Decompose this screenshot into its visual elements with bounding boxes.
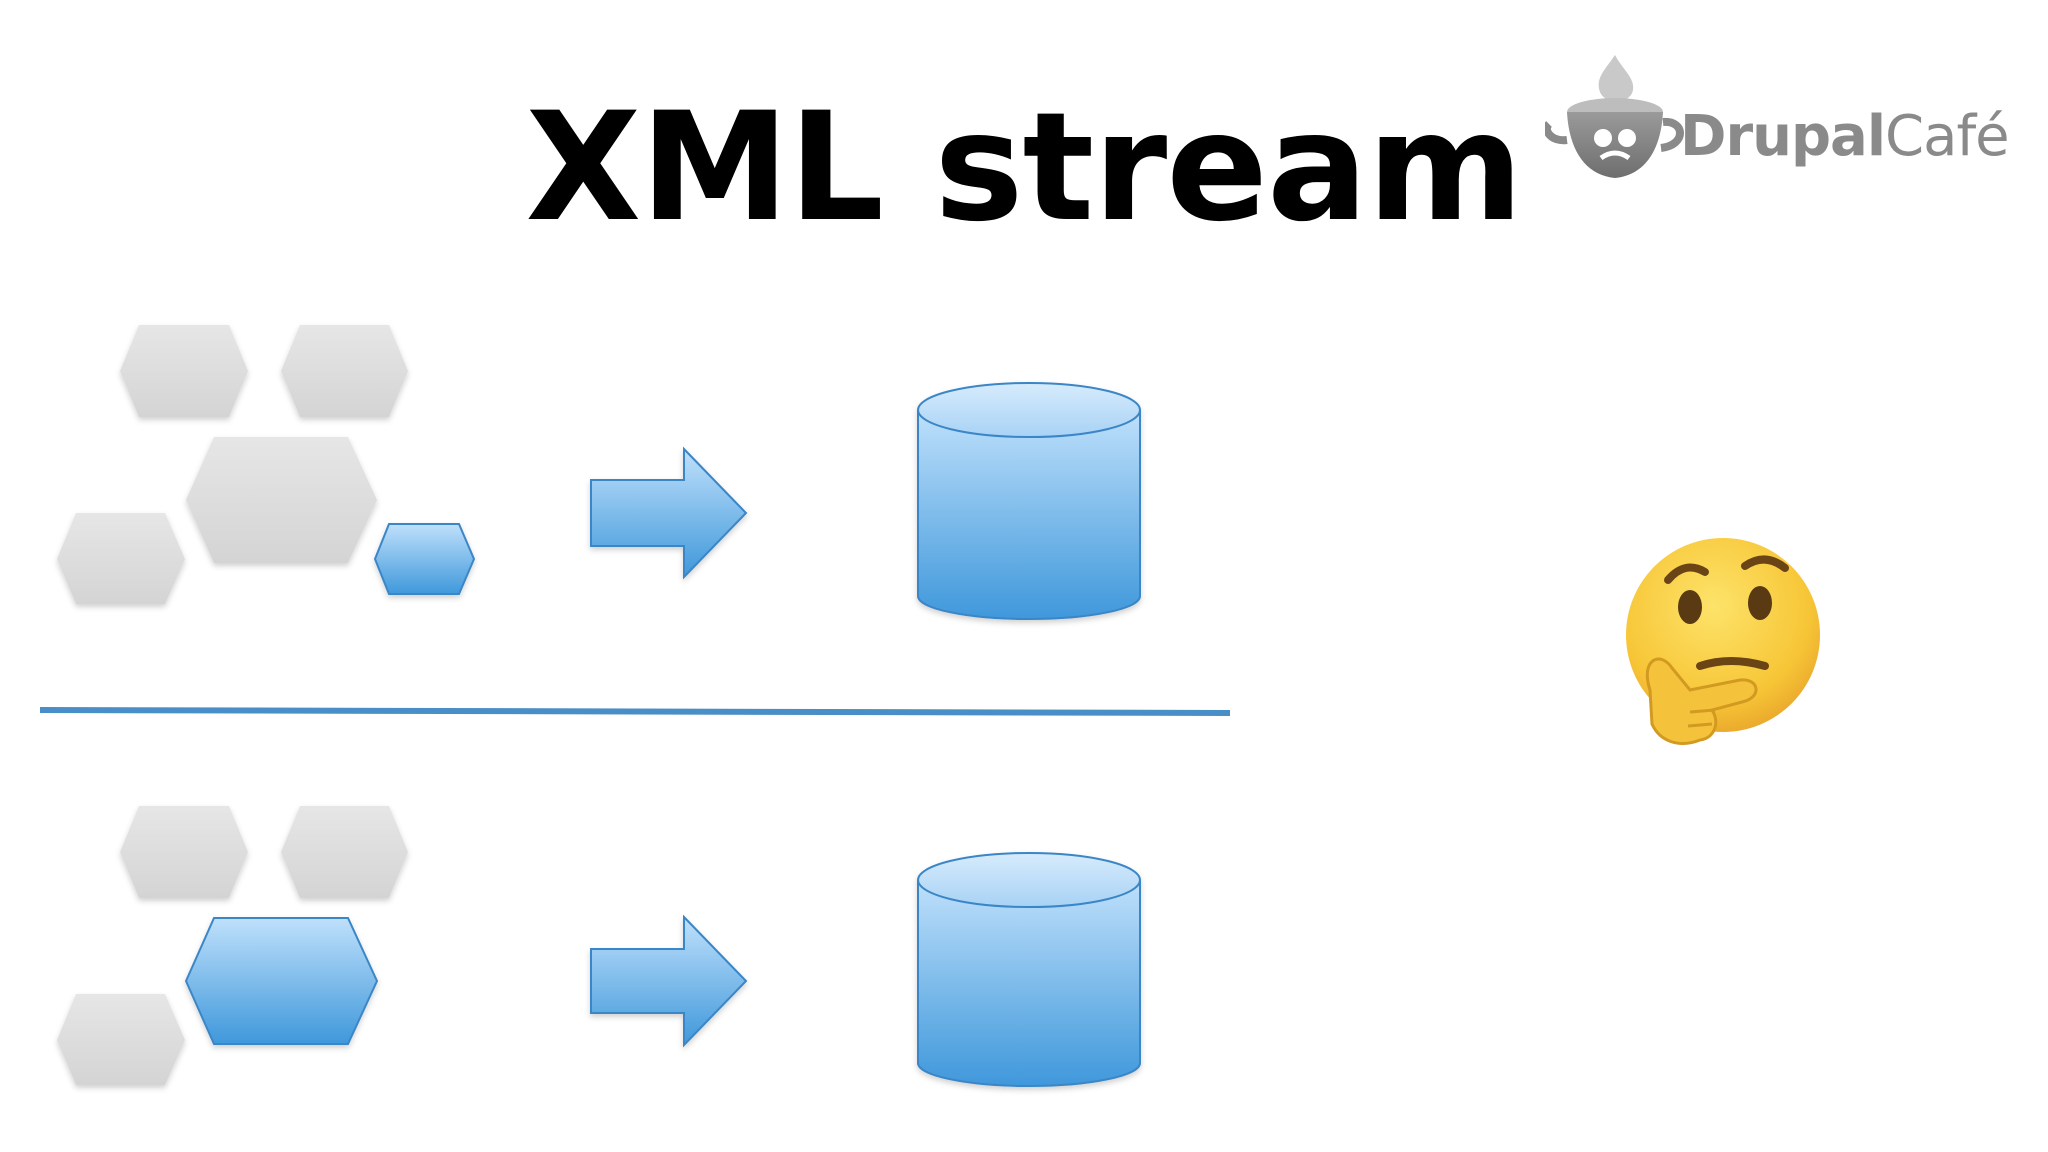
divider-line (39, 707, 1231, 716)
hexagon-blue-large (184, 917, 379, 1045)
bottom-database-cylinder (917, 852, 1141, 1087)
database-cylinder-icon (917, 382, 1141, 438)
right-arrow-icon (590, 446, 748, 580)
hexagon-gray (120, 325, 248, 417)
hexagon-gray (281, 325, 408, 417)
logo-text-drupal: Drupal (1680, 104, 1886, 169)
bottom-hexagon-cluster (57, 806, 408, 1085)
drupal-cafe-logo: DrupalCafé (1543, 50, 2010, 185)
hexagon-blue-small (373, 523, 476, 595)
hexagon-gray-large (186, 437, 377, 563)
drupal-cafe-logo-icon (1543, 55, 1684, 178)
top-hexagon-cluster (57, 325, 476, 604)
logo-text-cafe: Café (1885, 104, 2010, 169)
top-right-arrow (590, 446, 748, 580)
thinking-face-emoji-icon (1626, 538, 1820, 745)
right-arrow-icon (590, 914, 748, 1048)
top-database-cylinder (917, 382, 1141, 620)
database-cylinder-icon (917, 852, 1141, 908)
hexagon-gray (281, 806, 408, 898)
slide-title: XML stream (525, 81, 1524, 255)
hexagon-gray (57, 513, 185, 604)
bottom-right-arrow (590, 914, 748, 1048)
hexagon-gray (57, 994, 185, 1085)
hexagon-gray (120, 806, 248, 898)
